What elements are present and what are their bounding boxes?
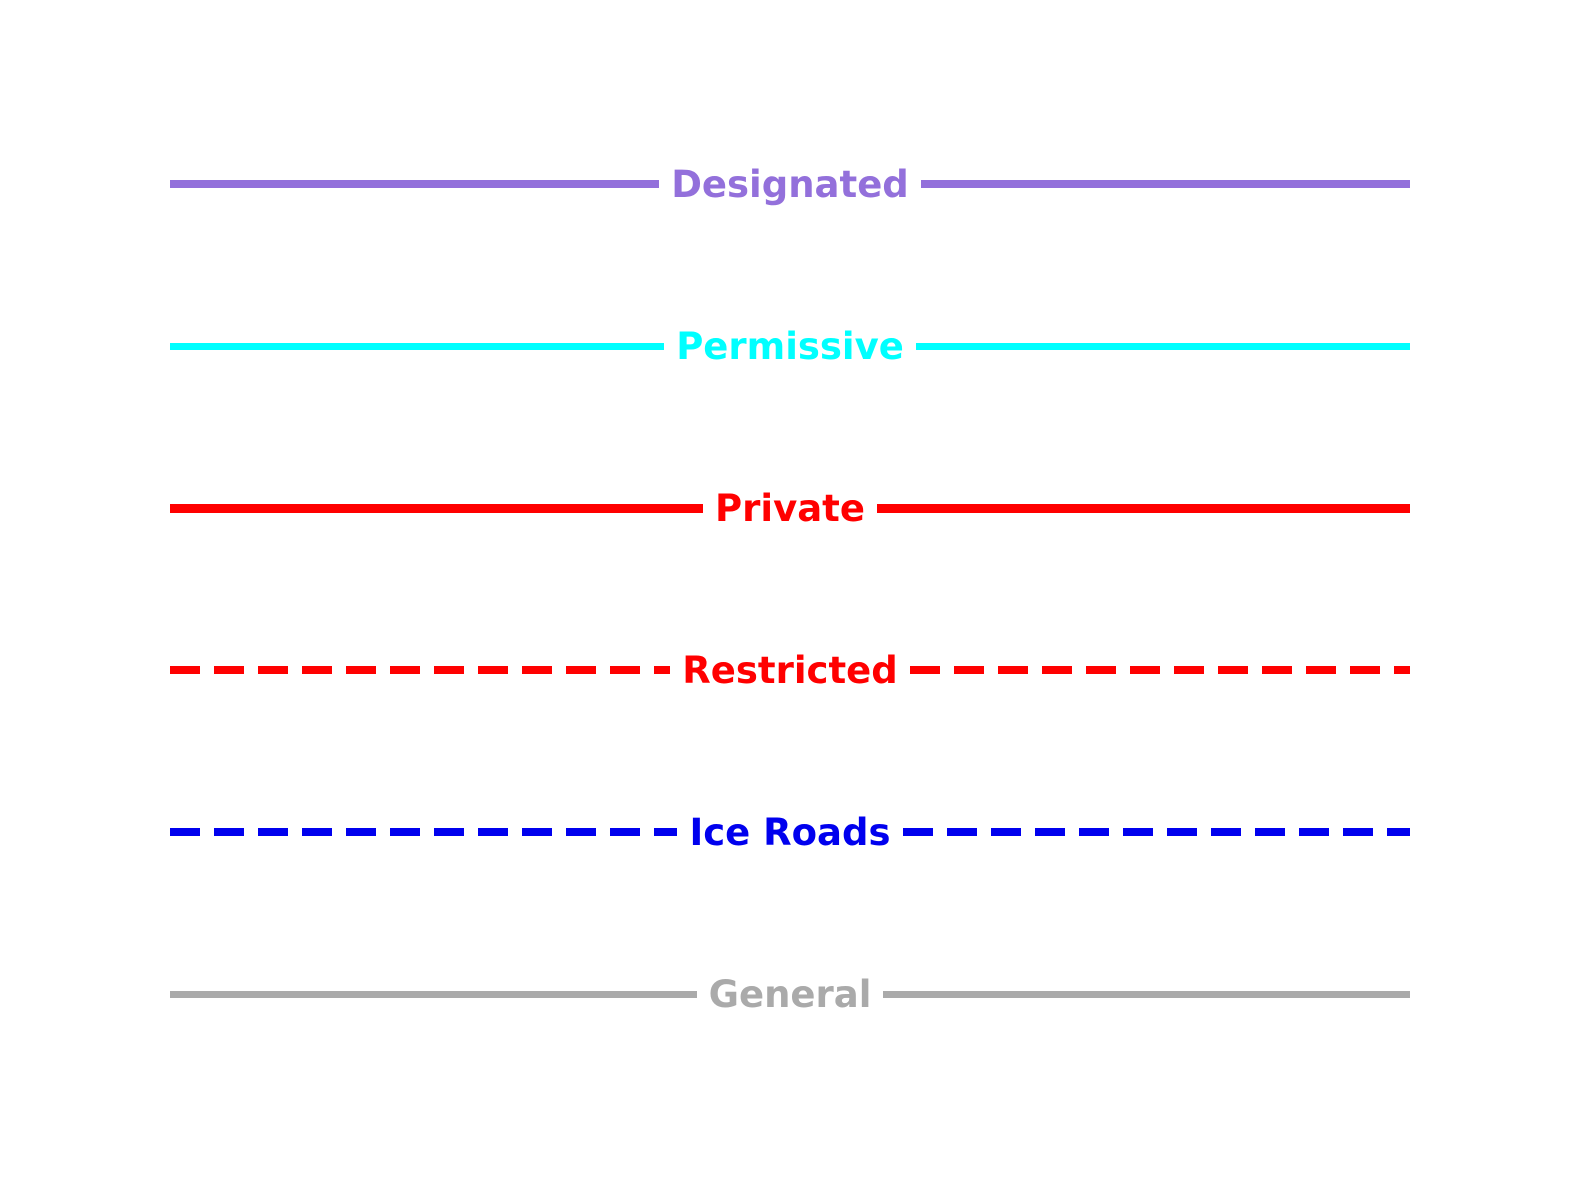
legend-row: Private — [170, 478, 1411, 538]
legend-line-right — [883, 990, 1411, 998]
legend-label: Designated — [671, 162, 909, 206]
legend-line-right — [915, 342, 1411, 350]
legend-label: Permissive — [676, 324, 904, 368]
legend-line-right — [902, 828, 1410, 836]
legend-line-left — [170, 503, 704, 513]
legend-label: Ice Roads — [689, 810, 891, 854]
legend-line-right — [920, 180, 1411, 188]
legend-row: Restricted — [170, 640, 1410, 700]
legend-line-left — [170, 666, 671, 674]
legend-row: Permissive — [170, 316, 1411, 376]
legend-line-left — [170, 180, 660, 188]
legend-row: Designated — [170, 154, 1411, 214]
legend-line-left — [170, 990, 697, 998]
legend-label: General — [708, 972, 872, 1016]
legend-label: Private — [715, 486, 865, 530]
legend-row: General — [170, 964, 1411, 1024]
legend-line-left — [170, 828, 678, 836]
legend-line-right — [909, 666, 1410, 674]
legend-line-right — [876, 503, 1411, 513]
legend-row: Ice Roads — [170, 802, 1410, 862]
legend-label: Restricted — [682, 648, 898, 692]
legend-line-left — [170, 342, 665, 350]
